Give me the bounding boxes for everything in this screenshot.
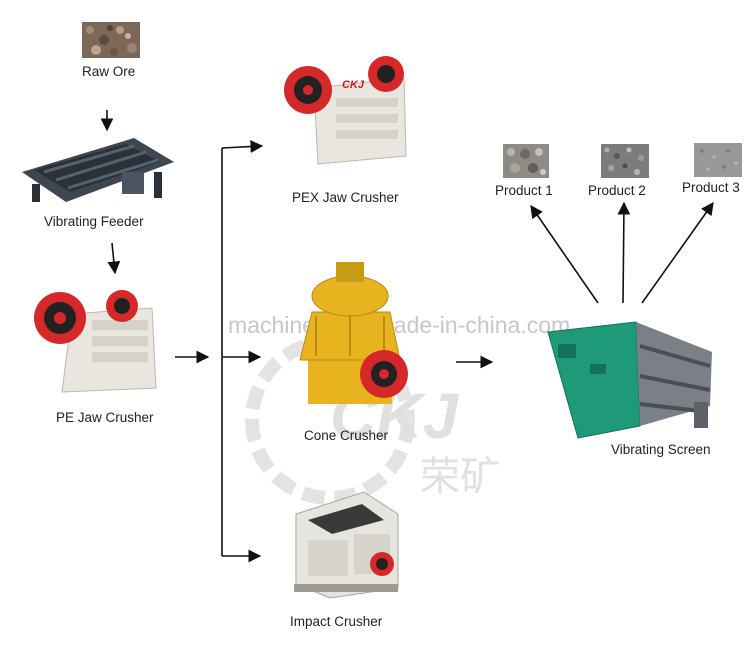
pe-jaw-crusher-image	[34, 290, 157, 393]
vibrating-feeder-label: Vibrating Feeder	[44, 214, 144, 229]
cone-crusher-label: Cone Crusher	[304, 428, 389, 443]
arrow-screen-to-product2	[617, 201, 631, 304]
cone-crusher-image	[299, 262, 408, 404]
vibrating-screen-label: Vibrating Screen	[611, 442, 711, 457]
product-2-label: Product 2	[588, 183, 646, 198]
vibrating-screen-image	[547, 321, 712, 439]
impact-crusher-label: Impact Crusher	[290, 614, 383, 629]
product-3-image	[694, 143, 742, 177]
pex-jaw-crusher-image: CKJ	[284, 56, 407, 165]
product-1-image	[503, 144, 549, 178]
pe-jaw-crusher-label: PE Jaw Crusher	[56, 410, 154, 425]
pex-jaw-crusher-label: PEX Jaw Crusher	[292, 190, 399, 205]
product-1-label: Product 1	[495, 183, 553, 198]
arrow-feeder-to-jaw	[107, 242, 121, 275]
watermark-chinese: 荣矿	[420, 454, 500, 500]
arrow-screen-to-product3	[641, 201, 714, 304]
raw-ore-image	[82, 22, 140, 58]
watermark-site: machinexy.en.made-in-china.com	[228, 312, 571, 338]
product-3-label: Product 3	[682, 180, 740, 195]
product-2-image	[601, 144, 649, 178]
arrow-screen-to-product1	[530, 204, 599, 304]
arrow-branch-to-pex	[221, 140, 264, 153]
impact-crusher-image	[294, 491, 399, 599]
vibrating-feeder-image	[22, 138, 174, 202]
raw-ore-label: Raw Ore	[82, 64, 136, 79]
pex-brand-text: CKJ	[342, 79, 365, 91]
